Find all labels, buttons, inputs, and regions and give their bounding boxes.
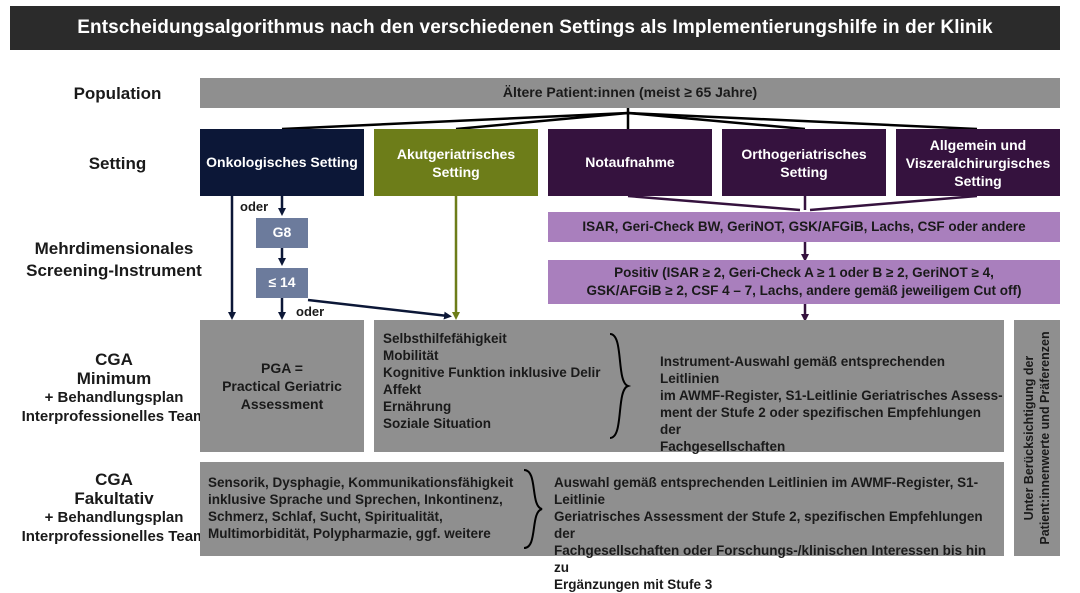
population-fanout — [281, 108, 978, 131]
screening-positiv-box: Positiv (ISAR ≥ 2, Geri-Check A ≥ 1 oder… — [548, 260, 1060, 304]
pga-box: PGA = Practical Geriatric Assessment — [200, 320, 364, 452]
setting-akut-line: Setting — [432, 163, 480, 180]
setting-orthogeriatrisch: Orthogeriatrisches Setting — [722, 129, 886, 196]
cga-fak-label-line: + Behandlungsplan — [44, 509, 184, 526]
population-box: Ältere Patient:innen (meist ≥ 65 Jahre) — [200, 78, 1060, 108]
cga-min-label-line: Minimum — [76, 369, 152, 388]
positiv-line: GSK/AFGiB ≥ 2, CSF 4 – 7, Lachs, andere … — [586, 283, 1022, 298]
cga-min-label-line: Interprofessionelles Team — [21, 408, 207, 425]
positiv-line: Positiv (ISAR ≥ 2, Geri-Check A ≥ 1 oder… — [614, 265, 994, 280]
curly-brace-icon — [523, 469, 543, 549]
cga-fak-label-line: CGA — [95, 470, 133, 489]
row-label-setting: Setting — [30, 150, 205, 178]
pga-line: PGA = — [261, 360, 303, 376]
row-label-cga-fak: CGA Fakultativ + Behandlungsplan Interpr… — [14, 466, 214, 550]
cga-fak-label-line: Fakultativ — [74, 489, 154, 508]
setting-ortho-line: Setting — [780, 163, 828, 180]
domain-item: Affekt — [383, 382, 422, 397]
fak-domain-line: Schmerz, Schlaf, Sucht, Spiritualität, — [208, 509, 443, 524]
pga-line: Assessment — [240, 396, 324, 412]
setting-allgemein-line: Setting — [954, 172, 1002, 189]
onko-connectors — [228, 196, 452, 320]
cga-fak-auswahl-text: Auswahl gemäß entsprechenden Leitlinien … — [554, 474, 1004, 593]
domain-item: Selbsthilfefähigkeit — [383, 331, 507, 346]
instrument-text-line: Instrument-Auswahl gemäß entsprechenden … — [660, 354, 946, 386]
setting-allgemein-line: Viszeralchirurgisches — [905, 154, 1051, 171]
setting-allgemein-viszeral: Allgemein und Viszeralchirurgisches Sett… — [896, 129, 1060, 196]
curly-brace-icon — [609, 333, 632, 439]
cga-fak-box: Sensorik, Dysphagie, Kommunikationsfähig… — [200, 462, 1004, 592]
cga-min-domain-list: Selbsthilfefähigkeit Mobilität Kognitive… — [383, 330, 601, 432]
auswahl-text-line: Auswahl gemäß entsprechenden Leitlinien … — [554, 475, 979, 507]
setting-allgemein-line: Allgemein und — [929, 136, 1027, 153]
domain-item: Mobilität — [383, 348, 439, 363]
cga-min-instrument-text: Instrument-Auswahl gemäß entsprechenden … — [660, 353, 1004, 455]
cga-min-box: Selbsthilfefähigkeit Mobilität Kognitive… — [374, 320, 1004, 455]
auswahl-text-line: Geriatrisches Assessment der Stufe 2, sp… — [554, 509, 983, 541]
side-note-box: Unter Berücksichtigung der Patient:innen… — [1014, 320, 1060, 556]
row-label-setting-text: Setting — [88, 154, 147, 173]
screening-instruments-box: ISAR, Geri-Check BW, GeriNOT, GSK/AFGiB,… — [548, 212, 1060, 242]
domain-item: Kognitive Funktion inklusive Delir — [383, 365, 601, 380]
cga-min-label-line: + Behandlungsplan — [44, 389, 184, 406]
row-label-population: Population — [30, 80, 205, 108]
oder-label: oder — [240, 199, 269, 214]
row-label-screening: Mehrdimensionales Screening-Instrument — [14, 236, 214, 284]
fak-domain-line: inklusive Sprache und Sprechen, Inkontin… — [208, 492, 503, 507]
auswahl-text-line: Ergänzungen mit Stufe 3 — [554, 577, 713, 592]
setting-ortho-line: Orthogeriatrisches — [741, 145, 867, 162]
page-title: Entscheidungsalgorithmus nach den versch… — [10, 6, 1060, 50]
row-label-screening-line: Mehrdimensionales — [34, 239, 194, 258]
oder-label: oder — [296, 304, 325, 319]
plum-connectors — [627, 194, 978, 322]
setting-akut-line: Akutgeriatrisches — [396, 145, 516, 162]
instrument-text-line: ment der Stufe 2 oder spezifischen Empfe… — [660, 405, 982, 437]
side-note-line: Unter Berücksichtigung der — [1022, 355, 1036, 521]
cga-fak-domain-list: Sensorik, Dysphagie, Kommunikationsfähig… — [208, 474, 513, 542]
auswahl-text-line: Fachgesellschaften oder Forschungs-/klin… — [554, 543, 987, 575]
cga-min-label-line: CGA — [95, 350, 133, 369]
g8-box: G8 — [256, 218, 308, 248]
fak-domain-line: Sensorik, Dysphagie, Kommunikationsfähig… — [208, 475, 514, 490]
setting-akutgeriatrisch: Akutgeriatrisches Setting — [374, 129, 538, 196]
side-note-text: Unter Berücksichtigung der Patient:innen… — [1021, 320, 1053, 556]
row-label-screening-line: Screening-Instrument — [26, 261, 202, 280]
domain-item: Soziale Situation — [383, 416, 492, 431]
cga-fak-label-line: Interprofessionelles Team — [21, 528, 207, 545]
setting-onkologisch: Onkologisches Setting — [200, 129, 364, 196]
row-label-cga-min: CGA Minimum + Behandlungsplan Interprofe… — [14, 346, 214, 430]
row-label-population-text: Population — [73, 84, 162, 103]
instrument-text-line: im AWMF-Register, S1-Leitlinie Geriatris… — [660, 388, 1003, 403]
pga-line: Practical Geriatric — [222, 378, 342, 394]
instrument-text-line: Fachgesellschaften — [660, 439, 786, 454]
side-note-line: Patient:innenwerte und Präferenzen — [1038, 331, 1052, 545]
fak-domain-line: Multimorbidität, Polypharmazie, ggf. wei… — [208, 526, 491, 541]
connector-layer — [228, 108, 978, 322]
setting-notaufnahme: Notaufnahme — [548, 129, 712, 196]
domain-item: Ernährung — [383, 399, 452, 414]
le14-box: ≤ 14 — [256, 268, 308, 298]
